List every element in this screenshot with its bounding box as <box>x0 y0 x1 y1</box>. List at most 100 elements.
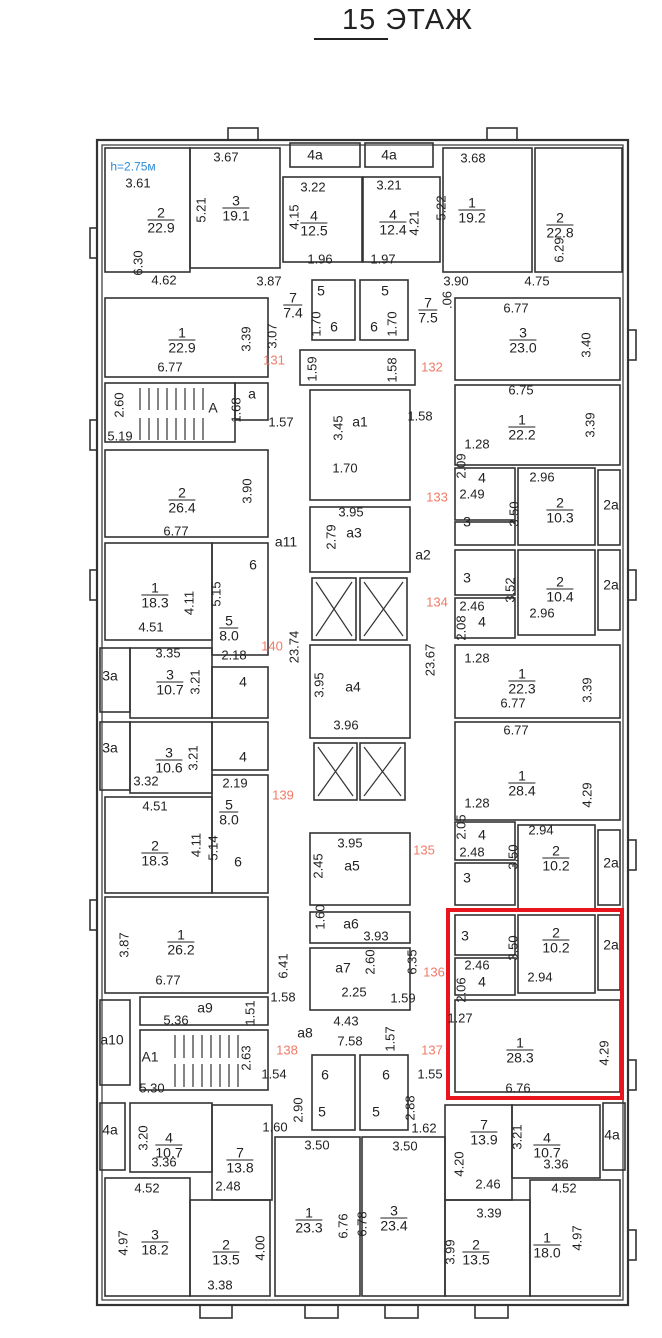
dimension-label: 6.78 <box>354 1211 370 1237</box>
dimension-label: 2.90 <box>290 1097 306 1123</box>
window-bump <box>627 1059 637 1091</box>
zone-label: a6 <box>343 915 359 932</box>
dimension-label: 6.30 <box>130 250 146 276</box>
dimension-label: 2.46 <box>459 598 485 614</box>
dimension-label: 3.87 <box>116 932 132 958</box>
dimension-label: 4.52 <box>551 1180 577 1196</box>
dimension-label: 1.60 <box>312 904 328 930</box>
zone-label: A1 <box>141 1048 159 1065</box>
room-number: 3 <box>380 1204 408 1219</box>
dimension-label: 1.59 <box>304 356 320 382</box>
zone-label: 4a <box>381 146 397 163</box>
dimension-label: 1.28 <box>464 650 490 666</box>
zone-label: a7 <box>335 959 351 976</box>
zone-label: a3 <box>346 524 362 541</box>
hall-outline <box>454 957 516 996</box>
apartment-number: 138 <box>276 1042 298 1058</box>
room-number: 2 <box>546 575 574 590</box>
room-area: 10.3 <box>546 509 574 526</box>
dimension-label: 3.21 <box>187 669 203 695</box>
dimension-label: 1.57 <box>382 1026 398 1052</box>
dimension-label: 1.60 <box>262 1119 288 1135</box>
zone-label: a5 <box>344 857 360 874</box>
stairwell-outline <box>139 1029 269 1091</box>
zone-label: a11 <box>274 533 298 550</box>
balcony-outline <box>597 829 621 906</box>
dimension-label: 4.29 <box>579 782 595 808</box>
dimension-label: 3.36 <box>151 1154 177 1170</box>
room-area: 22.9 <box>168 339 196 356</box>
room-type-label: 3 <box>463 569 471 586</box>
room-number: 2 <box>542 926 570 941</box>
balcony-outline <box>602 1102 626 1171</box>
dimension-label: 3.96 <box>333 717 359 733</box>
apartment-number: 136 <box>423 964 445 980</box>
room-area: 10.2 <box>542 857 570 874</box>
dimension-label: 3.90 <box>443 273 469 289</box>
window-bump <box>627 839 637 871</box>
room-outline <box>282 176 363 263</box>
room-outline <box>234 382 269 421</box>
room-outline <box>442 147 533 273</box>
room-number: 1 <box>168 326 196 341</box>
apartment-number: 134 <box>426 594 448 610</box>
dimension-label: 2.25 <box>341 984 367 1000</box>
dimension-label: 3.45 <box>330 415 346 441</box>
dimension-label: 3.95 <box>337 835 363 851</box>
room-type-label: 4 <box>239 673 247 690</box>
room-number: 7 <box>283 291 303 306</box>
room-number: 2 <box>168 486 196 501</box>
dimension-label: 1.57 <box>268 414 294 430</box>
dimension-label: 1.54 <box>261 1066 287 1082</box>
room-area: 22.9 <box>147 219 175 236</box>
apartment-number: 132 <box>421 359 443 375</box>
elevator-cross <box>363 581 404 637</box>
dimension-label: 1.58 <box>270 989 296 1005</box>
dimension-label: 5.22 <box>433 195 449 221</box>
room-number: 4 <box>300 209 328 224</box>
room-number: 3 <box>222 194 250 209</box>
dimension-label: 4.62 <box>151 272 177 288</box>
dimension-label: 4.11 <box>181 590 197 616</box>
dimension-label: 6.77 <box>503 300 529 316</box>
highlighted-apartment <box>446 908 624 1100</box>
dimension-label: 4.51 <box>142 798 168 814</box>
bathroom-outline <box>454 862 516 906</box>
room-area: 22.8 <box>546 224 574 241</box>
dimension-label: 4.20 <box>451 1151 467 1177</box>
dimension-label: 4.15 <box>286 204 302 230</box>
zone-label: a9 <box>197 999 213 1016</box>
dimension-label: 6.77 <box>157 359 183 375</box>
room-outline <box>454 721 621 821</box>
bathroom-outline <box>311 1054 356 1131</box>
zone-label: A <box>208 399 218 416</box>
room-area: 12.4 <box>379 221 407 238</box>
dimension-label: 2.88 <box>402 1095 418 1121</box>
room-area: 23.3 <box>295 1219 323 1236</box>
dimension-label: .06 <box>439 290 455 310</box>
dimension-label: 3.87 <box>256 273 282 289</box>
apartment-number: 139 <box>272 787 294 803</box>
hall-outline <box>211 774 269 894</box>
room-number: 2 <box>462 1238 490 1253</box>
toilet-outline <box>359 279 409 341</box>
room-type-label: 6 <box>370 318 378 335</box>
dimension-label: 3.50 <box>505 935 521 961</box>
room-number: 2 <box>542 844 570 859</box>
balcony-outline <box>364 142 434 168</box>
window-bump <box>486 127 518 141</box>
dimension-label: 4.21 <box>406 210 422 236</box>
room-type-label: 6 <box>234 853 242 870</box>
dimension-label: 3.40 <box>578 332 594 358</box>
dimension-label: 23.74 <box>286 630 302 664</box>
dimension-label: 2.08 <box>453 615 469 641</box>
